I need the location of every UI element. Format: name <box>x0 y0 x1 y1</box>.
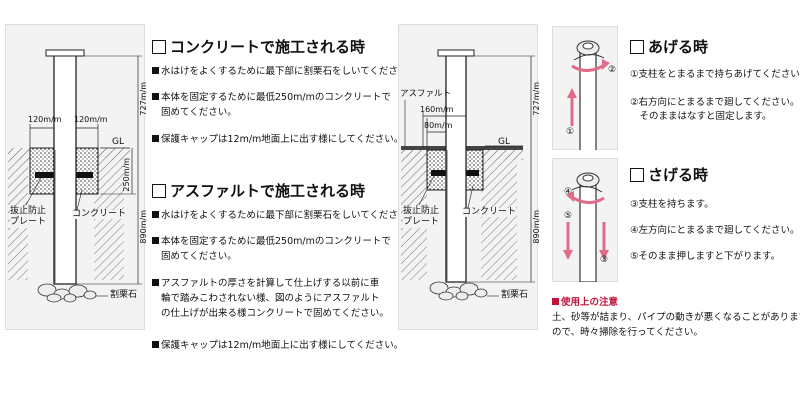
bullet-icon <box>552 298 559 305</box>
marker-5: ⑤ <box>564 211 573 221</box>
lower-step-3: ⑤そのまま押しますと下がります。 <box>630 251 781 262</box>
concrete-item-3: 保護キャップは12m/m地面上に出す様にしてください。 <box>152 132 403 147</box>
raise-step-2: ②右方向にとまるまで廻してください。 そのままはなすと固定します。 <box>630 97 800 122</box>
marker-4: ④ <box>564 187 573 197</box>
marker-3: ③ <box>600 255 609 265</box>
concrete-item-1: 水はけをよくするために最下部に割栗石をしいてください。 <box>152 64 417 79</box>
asphalt-item-1: 水はけをよくするために最下部に割栗石をしいてください。 <box>152 208 417 223</box>
asphalt-diagram <box>401 49 535 301</box>
bullet-icon <box>152 279 159 286</box>
bullet-icon <box>152 237 159 244</box>
concrete-label: コンクリート <box>462 207 517 217</box>
asphalt-item-2: 本体を固定するために最低250m/mのコンクリートで 固めてください。 <box>152 234 391 264</box>
checkbox-icon <box>630 40 644 54</box>
bullet-icon <box>152 341 159 348</box>
lower-step-1: ③支柱を持ちます。 <box>630 199 714 210</box>
concrete-item-2: 本体を固定するために最低250m/mのコンクリートで 固めてください。 <box>152 90 391 120</box>
dim-160: 160m/m <box>420 105 454 114</box>
concrete-heading: コンクリートで施工される時 <box>152 40 365 55</box>
bullet-icon <box>152 135 159 142</box>
marker-1: ① <box>566 127 575 137</box>
bullet-icon <box>152 93 159 100</box>
plate-label: 抜止防止プレート <box>403 206 440 228</box>
lower-heading: さげる時 <box>630 168 708 183</box>
checkbox-icon <box>630 168 644 182</box>
asphalt-item-3: アスファルトの厚さを計算して仕上げする以前に車 輪で踏みこわされない様、図のよう… <box>152 276 389 321</box>
dim-120-right: 120m/m <box>74 115 108 124</box>
gl-label: GL <box>498 137 510 147</box>
asphalt-item-4: 保護キャップは12m/m地面上に出す様にしてください。 <box>152 338 403 353</box>
checkbox-icon <box>152 40 166 54</box>
stone-label: 割栗石 <box>501 290 529 300</box>
bullet-icon <box>152 67 159 74</box>
lower-illustration <box>563 172 609 282</box>
raise-heading: あげる時 <box>630 40 708 55</box>
raise-step-1: ①支柱をとまるまで持ちあげてください。 <box>630 69 800 80</box>
dim-727: 727m/m <box>139 82 148 116</box>
dim-890: 890m/m <box>139 210 148 244</box>
dim-80: 80m/m <box>424 121 453 130</box>
raise-illustration <box>567 40 610 150</box>
checkbox-icon <box>152 184 166 198</box>
stone-label: 割栗石 <box>110 290 138 300</box>
concrete-diagram <box>8 49 142 303</box>
plate-label: 抜止防止プレート <box>10 206 47 228</box>
lower-step-2: ④左方向にとまるまで廻してください。 <box>630 225 800 236</box>
dim-250: 250m/m <box>122 158 131 192</box>
asphalt-heading: アスファルトで施工される時 <box>152 184 365 199</box>
dim-890: 890m/m <box>532 210 541 244</box>
asphalt-label: アスファルト <box>400 89 452 99</box>
marker-2: ② <box>608 65 617 75</box>
dim-120-left: 120m/m <box>28 115 62 124</box>
bullet-icon <box>152 211 159 218</box>
concrete-label: コンクリート <box>72 209 127 219</box>
caution-body: 土、砂等が詰まり、パイプの動きが悪くなることがありますので、時々掃除を行ってくだ… <box>552 312 800 338</box>
caution-title: 使用上の注意 <box>552 294 618 308</box>
dim-727: 727m/m <box>532 82 541 116</box>
gl-label: GL <box>112 137 124 147</box>
